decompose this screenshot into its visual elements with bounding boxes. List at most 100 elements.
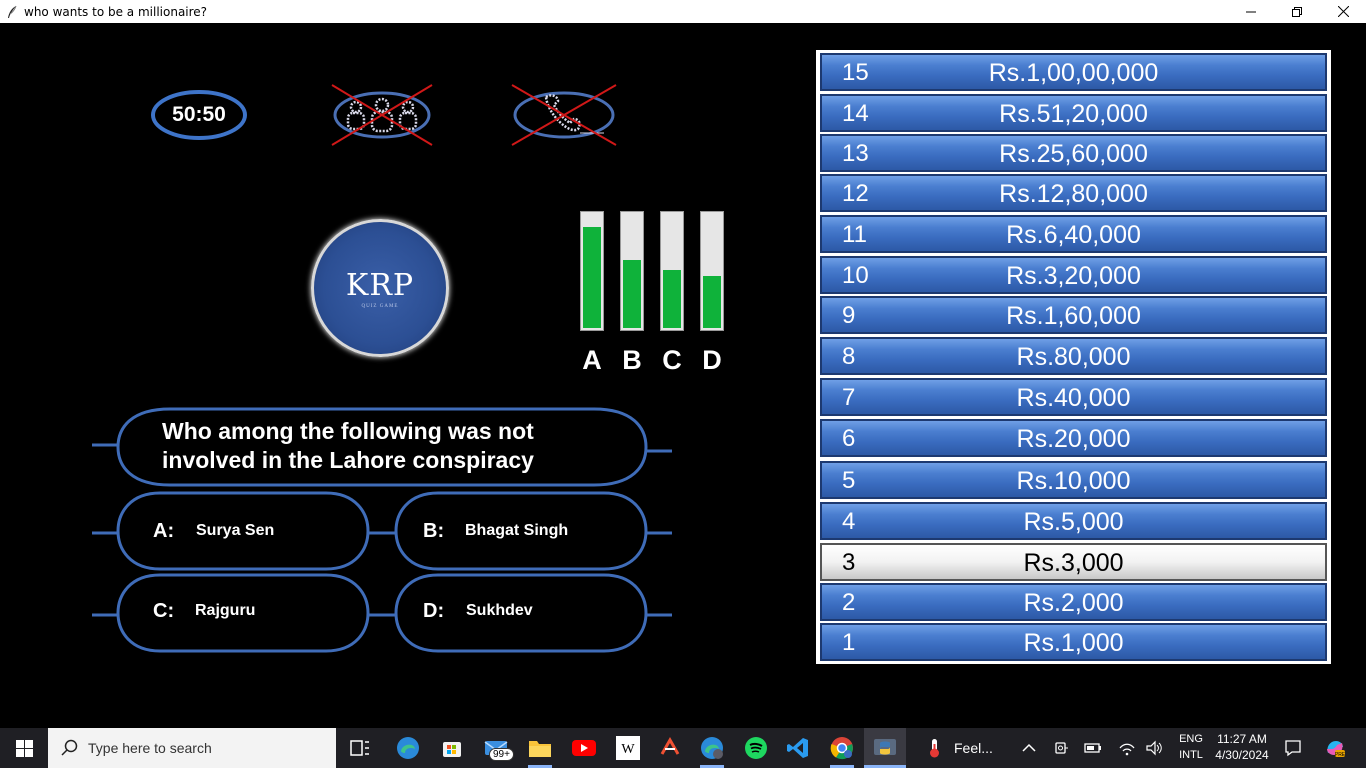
rung-level: 11 [842,221,867,248]
folder-icon [529,741,551,757]
network-button[interactable] [1118,739,1136,757]
file-explorer-taskbar-button[interactable] [526,734,554,762]
svg-text:W: W [621,742,635,757]
ladder-rung-4: 4 Rs.5,000 [820,502,1327,540]
rung-level: 9 [842,302,856,329]
rung-amount: Rs.40,000 [1016,384,1131,412]
game-logo: KRP QUIZ GAME [311,219,449,357]
meet-now-button[interactable] [1052,739,1070,757]
ladder-rung-11: 11 Rs.6,40,000 [820,215,1327,253]
rung-level: 8 [842,343,856,370]
minimize-icon [1246,11,1256,12]
option-d-text: Sukhdev [466,602,533,619]
clock-button[interactable]: 11:27 AM 4/30/2024 [1210,731,1274,763]
logo-text: KRP [345,268,415,303]
feather-icon [4,4,20,20]
edge-profile-taskbar-button[interactable] [698,734,726,762]
poll-fill-c [663,270,681,328]
youtube-icon [572,740,596,756]
option-a-text: Surya Sen [196,522,275,539]
close-button[interactable] [1320,0,1366,23]
lifeline-phone-button[interactable] [508,81,620,149]
edge-profile-icon [701,737,723,759]
store-taskbar-button[interactable] [438,734,466,762]
rung-level: 4 [842,508,856,535]
rung-amount: Rs.12,80,000 [999,180,1148,208]
notification-badge: 99+ [489,748,514,761]
window-title-bar[interactable]: who wants to be a millionaire? [0,0,1366,23]
poll-label-c: C [662,345,682,375]
taskbar: Type here to search 99+ W [0,728,1366,768]
chevron-up-icon [1022,743,1036,752]
python-active-taskbar-button[interactable] [864,728,906,768]
rung-level: 3 [842,549,856,576]
rung-level: 1 [842,629,856,656]
rung-amount: Rs.2,000 [1023,589,1124,617]
copilot-icon: PRE [1327,741,1346,758]
rung-level: 15 [842,59,869,86]
spotify-taskbar-button[interactable] [742,734,770,762]
action-center-button[interactable] [1284,739,1302,757]
task-view-button[interactable] [346,734,374,762]
start-button[interactable] [0,728,48,768]
task-view-icon [350,740,369,756]
copilot-button[interactable]: PRE [1324,737,1346,759]
rung-level: 7 [842,384,856,411]
weather-text: Feel... [954,740,993,756]
taskbar-search-box[interactable]: Type here to search [48,728,336,768]
minimize-button[interactable] [1228,0,1274,23]
ladder-rung-7: 7 Rs.40,000 [820,378,1327,416]
option-b-text: Bhagat Singh [465,522,569,539]
wikipedia-taskbar-button[interactable]: W [614,734,642,762]
battery-button[interactable] [1084,739,1102,757]
option-a-button[interactable]: A: Surya Sen [118,493,368,569]
question-frames [92,407,672,653]
option-d-letter: D: [423,600,445,622]
git-taskbar-button[interactable] [656,734,684,762]
clock-time: 11:27 AM [1217,732,1267,746]
running-indicator [830,765,854,768]
vscode-taskbar-button[interactable] [784,734,812,762]
option-c-text: Rajguru [195,602,256,619]
show-hidden-icons-button[interactable] [1020,739,1038,757]
rung-amount: Rs.5,000 [1023,508,1124,536]
chrome-icon [830,737,853,760]
rung-level: 10 [842,262,869,289]
restore-icon [1292,6,1302,17]
rung-level: 2 [842,589,856,616]
option-b-button[interactable]: B: Bhagat Singh [396,493,646,569]
question-line-2: involved in the Lahore conspiracy [162,447,534,473]
windows-icon [15,739,33,757]
lifeline-audience-button[interactable] [328,81,436,149]
question-line-1: Who among the following was not [162,418,534,444]
edge-taskbar-button[interactable] [394,734,422,762]
logo-subtitle: QUIZ GAME [361,304,399,309]
poll-fill-d [703,276,721,328]
weather-widget[interactable]: Feel... [924,728,993,768]
volume-button[interactable] [1146,739,1164,757]
restore-button[interactable] [1274,0,1320,23]
option-c-button[interactable]: C: Rajguru [118,575,368,651]
option-b-letter: B: [423,520,445,542]
poll-label-d: D [702,345,722,375]
youtube-taskbar-button[interactable] [570,734,598,762]
rung-amount: Rs.6,40,000 [1006,221,1141,249]
wifi-icon [1119,743,1135,756]
poll-fill-a [583,226,601,328]
poll-fill-b [623,259,641,328]
option-d-button[interactable]: D: Sukhdev [396,575,646,651]
input-language-button[interactable]: ENG INTL [1176,731,1206,763]
spotify-icon [745,737,767,759]
phone-icon [511,84,617,146]
option-a-letter: A: [153,520,175,542]
lifeline-fifty-fifty-button[interactable]: 50:50 [150,89,248,141]
keyboard-layout: INTL [1179,749,1203,761]
chrome-taskbar-button[interactable] [828,734,856,762]
rung-amount: Rs.51,20,000 [999,100,1148,128]
